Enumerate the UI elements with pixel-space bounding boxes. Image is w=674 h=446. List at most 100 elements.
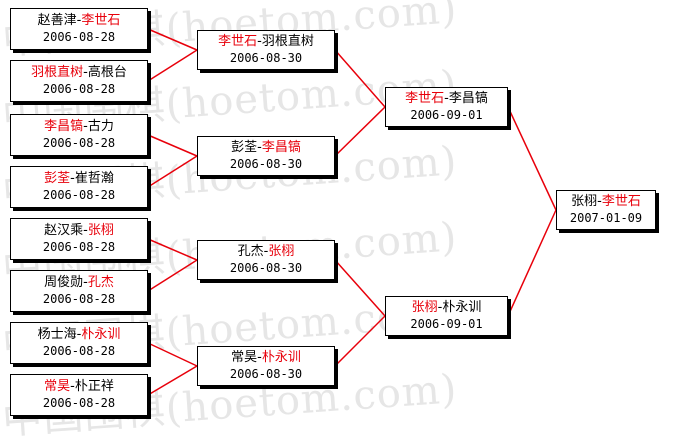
bracket-connector xyxy=(147,49,198,82)
separator: - xyxy=(83,275,88,290)
match-players: 张栩-朴永训 xyxy=(412,299,482,316)
separator: - xyxy=(83,119,88,134)
match-players: 羽根直树-高根台 xyxy=(31,64,127,81)
match-players: 周俊勋-孔杰 xyxy=(44,274,114,291)
separator: - xyxy=(257,350,262,365)
separator: - xyxy=(70,171,75,186)
player-name: 张栩 xyxy=(571,194,598,209)
match-players: 孔杰-张栩 xyxy=(238,243,295,260)
match-players: 杨士海-朴永训 xyxy=(38,326,121,343)
separator: - xyxy=(70,379,75,394)
player-name: 羽根直树 xyxy=(261,34,314,49)
player-name: 孔杰 xyxy=(237,244,264,259)
separator: - xyxy=(263,244,269,259)
bracket-connector xyxy=(147,28,198,51)
match-players: 赵汉乘-张栩 xyxy=(44,222,114,239)
winner-name: 李昌镐 xyxy=(44,119,84,134)
separator: - xyxy=(76,327,82,342)
winner-name: 彭荃 xyxy=(44,171,71,186)
separator: - xyxy=(437,300,443,315)
separator: - xyxy=(444,91,449,106)
match-date: 2006-08-30 xyxy=(229,157,303,171)
player-name: 赵善津 xyxy=(37,13,77,28)
match-date: 2006-08-30 xyxy=(229,51,303,65)
match-players: 赵善津-李世石 xyxy=(38,12,121,29)
bracket-connector xyxy=(334,49,386,108)
match-players: 张栩-李世石 xyxy=(571,193,641,210)
match-players: 彭荃-李昌镐 xyxy=(231,139,301,156)
separator: - xyxy=(83,65,88,80)
bracket-connector xyxy=(334,315,386,367)
winner-name: 李昌镐 xyxy=(261,140,301,155)
match-date: 2006-09-01 xyxy=(410,108,483,122)
winner-name: 羽根直树 xyxy=(31,65,84,80)
match-date: 2007-01-09 xyxy=(569,211,643,225)
player-name: 周俊勋 xyxy=(44,275,84,290)
bracket-connector xyxy=(334,259,386,317)
winner-name: 朴永训 xyxy=(261,350,301,365)
winner-name: 李世石 xyxy=(405,91,445,106)
bracket-connector xyxy=(334,106,386,157)
bracket-connector xyxy=(147,155,198,188)
match-date: 2006-08-28 xyxy=(42,188,116,202)
match-players: 李世石-李昌镐 xyxy=(405,90,488,107)
match-date: 2006-08-30 xyxy=(229,367,303,381)
separator: - xyxy=(597,194,602,209)
match-date: 2006-08-28 xyxy=(42,30,116,44)
player-name: 李昌镐 xyxy=(448,91,488,106)
match-players: 李昌镐-古力 xyxy=(44,118,114,135)
match-date: 2006-08-30 xyxy=(229,261,303,275)
match-date: 2006-08-28 xyxy=(42,240,116,254)
winner-name: 张栩 xyxy=(268,244,295,259)
match-date: 2006-08-28 xyxy=(42,396,116,410)
match-players: 常昊-朴永训 xyxy=(231,349,301,366)
player-name: 崔哲瀚 xyxy=(74,171,114,186)
winner-name: 张栩 xyxy=(411,300,438,315)
winner-name: 孔杰 xyxy=(87,275,114,290)
separator: - xyxy=(257,34,262,49)
player-name: 常昊 xyxy=(231,350,258,365)
player-name: 杨士海 xyxy=(37,327,77,342)
winner-name: 常昊 xyxy=(44,379,71,394)
bracket-connector xyxy=(507,106,557,211)
separator: - xyxy=(257,140,262,155)
player-name: 高根台 xyxy=(87,65,127,80)
match-date: 2006-08-28 xyxy=(42,82,116,96)
bracket-connector xyxy=(147,259,198,292)
bracket-connector xyxy=(507,209,557,317)
player-name: 赵汉乘 xyxy=(44,223,84,238)
winner-name: 李世石 xyxy=(601,194,641,209)
match-date: 2006-09-01 xyxy=(410,317,483,331)
player-name: 彭荃 xyxy=(231,140,258,155)
bracket-connector xyxy=(147,238,198,261)
match-box: 李世石-羽根直树 2006-08-30 xyxy=(197,30,335,70)
winner-name: 李世石 xyxy=(81,13,121,28)
match-players: 常昊-朴正祥 xyxy=(44,378,114,395)
separator: - xyxy=(76,13,82,28)
bracket-connector xyxy=(147,365,198,396)
match-players: 彭荃-崔哲瀚 xyxy=(44,170,114,187)
match-date: 2006-08-28 xyxy=(42,292,116,306)
match-date: 2006-08-28 xyxy=(42,136,116,150)
bracket-connectors xyxy=(147,28,557,396)
winner-name: 张栩 xyxy=(87,223,114,238)
bracket-connector xyxy=(147,134,198,157)
player-name: 古力 xyxy=(87,119,114,134)
winner-name: 朴永训 xyxy=(81,327,121,342)
winner-name: 李世石 xyxy=(218,34,258,49)
bracket-connector xyxy=(147,342,198,367)
player-name: 朴永训 xyxy=(442,300,482,315)
